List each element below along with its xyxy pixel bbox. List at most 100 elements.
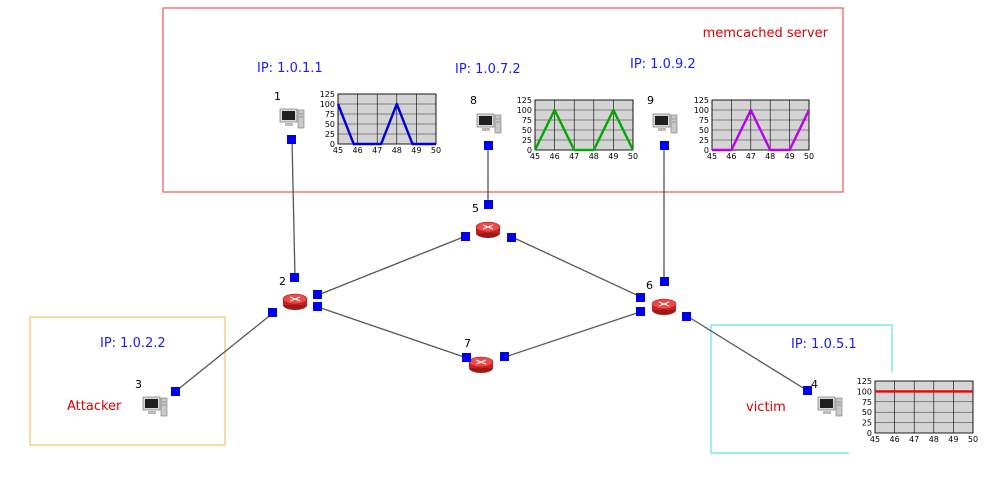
link-6-4: [686, 315, 809, 392]
router-7[interactable]: [468, 356, 494, 373]
computer-icon: [142, 396, 168, 417]
router-5[interactable]: [475, 221, 501, 238]
port-host3[interactable]: [171, 387, 180, 396]
chart-x-tick-label: 46: [890, 435, 900, 444]
chart-y-tick-label: 125: [694, 96, 709, 105]
chart-y-tick-label: 100: [857, 387, 872, 396]
chart-x-tick-label: 50: [804, 152, 814, 161]
chart-y-tick-label: 50: [699, 126, 709, 135]
chart-x-tick-label: 47: [569, 152, 579, 161]
chart-y-tick-label: 50: [325, 120, 335, 129]
chart-y-tick-label: 0: [704, 146, 709, 155]
chart-x-tick-label: 46: [353, 146, 363, 155]
port-r5-top[interactable]: [484, 200, 493, 209]
host-4[interactable]: [817, 396, 843, 417]
router-6[interactable]: [651, 298, 677, 315]
chart-y-tick-label: 0: [867, 429, 872, 438]
link-5-6: [511, 236, 642, 298]
port-r6-top[interactable]: [660, 277, 669, 286]
chart-y-tick-label: 100: [517, 106, 532, 115]
port-r2-right-upper[interactable]: [313, 290, 322, 299]
chart-x-tick-label: 46: [550, 152, 560, 161]
chart-y-tick-label: 50: [862, 408, 872, 417]
chart-x-tick-label: 50: [628, 152, 638, 161]
link-2-3: [175, 312, 274, 392]
ip-label-host3: IP: 1.0.2.2: [100, 336, 166, 351]
chart-plot-area: [534, 99, 634, 151]
port-r5-right[interactable]: [507, 233, 516, 242]
host-3[interactable]: [142, 396, 168, 417]
ip-label-host8: IP: 1.0.7.2: [455, 62, 521, 77]
chart-x-tick-label: 50: [968, 435, 978, 444]
port-host1[interactable]: [287, 135, 296, 144]
router-arrows-icon: [289, 296, 301, 302]
ip-label-host9: IP: 1.0.9.2: [630, 57, 696, 72]
router-arrows-icon: [658, 301, 670, 307]
chart-x-tick-label: 47: [909, 435, 919, 444]
router-arrows-icon: [482, 224, 494, 230]
chart-x-tick-label: 49: [785, 152, 795, 161]
chart-x-tick-label: 49: [411, 146, 421, 155]
chart-plot-area: [337, 93, 437, 145]
ip-label-host1: IP: 1.0.1.1: [257, 61, 323, 76]
chart-y-tick-label: 100: [320, 100, 335, 109]
link-2-5: [317, 235, 467, 296]
port-r2-right-lower[interactable]: [313, 302, 322, 311]
port-host8[interactable]: [484, 141, 493, 150]
chart-x-tick-label: 45: [333, 146, 343, 155]
port-r6-right[interactable]: [682, 312, 691, 321]
host-9[interactable]: [652, 113, 678, 134]
node-id-3: 3: [135, 378, 142, 391]
chart-x-tick-label: 48: [929, 435, 939, 444]
chart-y-tick-label: 125: [320, 90, 335, 99]
router-2[interactable]: [282, 293, 308, 310]
chart-y-tick-label: 75: [522, 116, 532, 125]
computer-icon: [652, 113, 678, 134]
chart-x-tick-label: 47: [372, 146, 382, 155]
chart-y-tick-label: 75: [699, 116, 709, 125]
port-host9[interactable]: [660, 141, 669, 150]
memcached-zone-title: memcached server: [703, 26, 829, 41]
chart-y-tick-label: 0: [527, 146, 532, 155]
port-r6-left-lower[interactable]: [636, 307, 645, 316]
port-r7-left[interactable]: [462, 353, 471, 362]
chart-y-tick-label: 25: [325, 130, 335, 139]
port-r7-right[interactable]: [500, 352, 509, 361]
chart-x-tick-label: 49: [608, 152, 618, 161]
port-host4[interactable]: [803, 386, 812, 395]
host-8[interactable]: [476, 113, 502, 134]
computer-icon: [817, 396, 843, 417]
chart-x-tick-label: 50: [431, 146, 441, 155]
node-id-9: 9: [647, 94, 654, 107]
chart-y-tick-label: 125: [517, 96, 532, 105]
ip-label-host4: IP: 1.0.5.1: [791, 337, 857, 352]
port-r2-top[interactable]: [290, 273, 299, 282]
computer-icon: [279, 108, 305, 129]
port-r5-left[interactable]: [461, 232, 470, 241]
host-1[interactable]: [279, 108, 305, 129]
interface-ports: [171, 135, 812, 396]
port-r6-left-upper[interactable]: [636, 293, 645, 302]
chart-series-line: [533, 108, 635, 152]
chart-x-tick-label: 46: [726, 152, 736, 161]
chart-x-tick-label: 48: [765, 152, 775, 161]
chart-y-tick-label: 75: [325, 110, 335, 119]
port-r2-left[interactable]: [268, 308, 277, 317]
chart-x-tick-label: 45: [530, 152, 540, 161]
node-id-5: 5: [472, 202, 479, 215]
chart-y-tick-label: 25: [862, 419, 872, 428]
chart-y-tick-label: 25: [522, 136, 532, 145]
chart-x-tick-label: 48: [392, 146, 402, 155]
node-id-7: 7: [464, 337, 471, 350]
chart-y-tick-label: 50: [522, 126, 532, 135]
attacker-zone: [29, 316, 226, 446]
memcached-server-zone: [162, 7, 844, 193]
link-7-6: [504, 311, 641, 358]
chart-series-line: [336, 102, 436, 146]
victim-zone: [710, 324, 893, 454]
